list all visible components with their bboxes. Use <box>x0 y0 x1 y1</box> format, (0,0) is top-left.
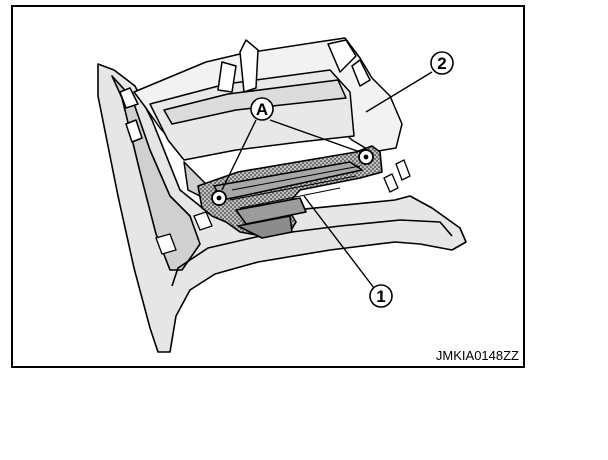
side-clips <box>155 159 411 255</box>
screw-right <box>358 149 374 165</box>
leader-lines <box>221 71 433 289</box>
screw-left <box>211 190 227 206</box>
callout-1-label: 1 <box>376 287 385 306</box>
callout-a-label: A <box>256 100 268 119</box>
callout-2: 2 <box>430 51 454 75</box>
callout-1: 1 <box>369 284 393 308</box>
reference-code: JMKIA0148ZZ <box>436 348 519 363</box>
control-unit-part-1 <box>197 145 383 239</box>
callout-2-label: 2 <box>437 54 446 73</box>
callout-a: A <box>250 97 274 121</box>
upper-housing <box>119 37 403 197</box>
